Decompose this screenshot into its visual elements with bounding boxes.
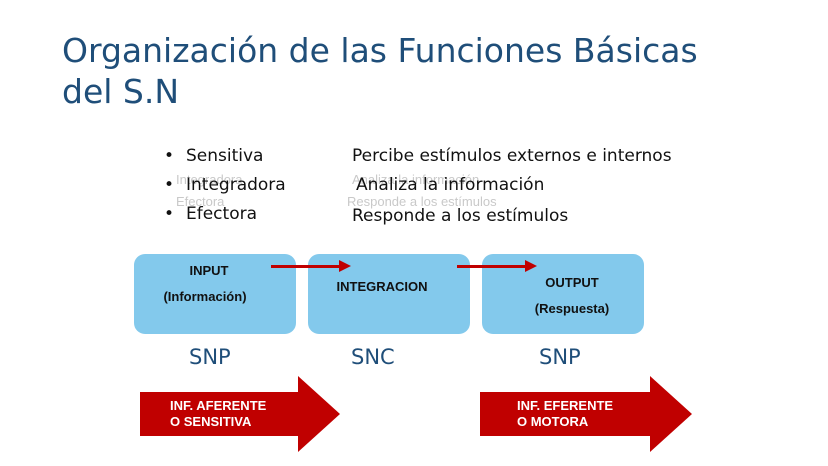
list-item: • Efectora: [164, 204, 257, 224]
box-sublabel: (Respuesta): [534, 301, 610, 316]
bullet-icon: •: [164, 146, 175, 166]
input-box: INPUT (Información): [134, 254, 296, 334]
system-label: SNP: [189, 345, 231, 369]
efferent-label: INF. EFERENTE O MOTORA: [517, 398, 613, 430]
afferent-label-line-2: O SENSITIVA: [170, 414, 252, 429]
box-sublabel: (Información): [163, 289, 247, 304]
afferent-label-line-1: INF. AFERENTE: [170, 398, 267, 413]
efferent-label-line-2: O MOTORA: [517, 414, 589, 429]
function-description: Responde a los estímulos: [352, 206, 569, 226]
function-name: Integradora: [186, 175, 286, 195]
afferent-label: INF. AFERENTE O SENSITIVA: [170, 398, 266, 430]
list-item: •Integradora: [164, 175, 286, 195]
bullet-icon: •: [164, 175, 175, 195]
ghost-text: Responde a los estímulos: [347, 194, 497, 209]
list-item: • Sensitiva: [164, 146, 263, 166]
flow-arrow: [271, 260, 351, 272]
function-description: Analiza la información: [356, 175, 545, 195]
efferent-arrow: [480, 376, 692, 452]
ghost-text: Analiza la información: [352, 172, 480, 187]
function-description: Percibe estímulos externos e internos: [352, 146, 672, 166]
system-label: SNC: [351, 345, 395, 369]
flow-arrow: [457, 260, 537, 272]
afferent-arrow: [140, 376, 340, 452]
ghost-text: Efectora: [176, 194, 225, 209]
bullet-icon: •: [164, 204, 175, 224]
ghost-text: Integradora: [176, 172, 243, 187]
system-label: SNP: [539, 345, 581, 369]
efferent-label-line-1: INF. EFERENTE: [517, 398, 614, 413]
box-label: INPUT: [189, 263, 229, 278]
box-label: INTEGRACION: [336, 279, 428, 294]
function-name: Sensitiva: [186, 146, 264, 166]
page-title: Organización de las Funciones Básicas de…: [62, 30, 762, 112]
title-line-1: Organización de las Funciones Básicas: [62, 31, 698, 70]
box-label: OUTPUT: [545, 275, 599, 290]
function-name: Efectora: [186, 204, 258, 224]
title-line-2: del S.N: [62, 72, 180, 111]
